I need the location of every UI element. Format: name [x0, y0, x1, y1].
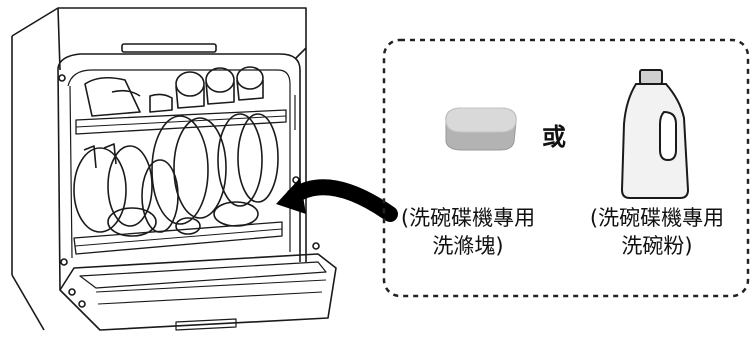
tablet-label-line1: (洗碗碟機專用 [400, 206, 536, 230]
bottle-label-line2: 洗碗粉) [621, 234, 693, 258]
detergent-tablet-icon [445, 107, 517, 151]
dishwasher-illustration [11, 7, 337, 331]
or-connector: 或 [542, 123, 566, 151]
callout-box [382, 38, 750, 298]
detergent-bottle-icon [620, 69, 690, 199]
pointer-arrow [276, 178, 398, 222]
bottle-label-line1: (洗碗碟機專用 [589, 206, 725, 230]
tablet-label-line2: 洗滌塊) [432, 234, 504, 258]
